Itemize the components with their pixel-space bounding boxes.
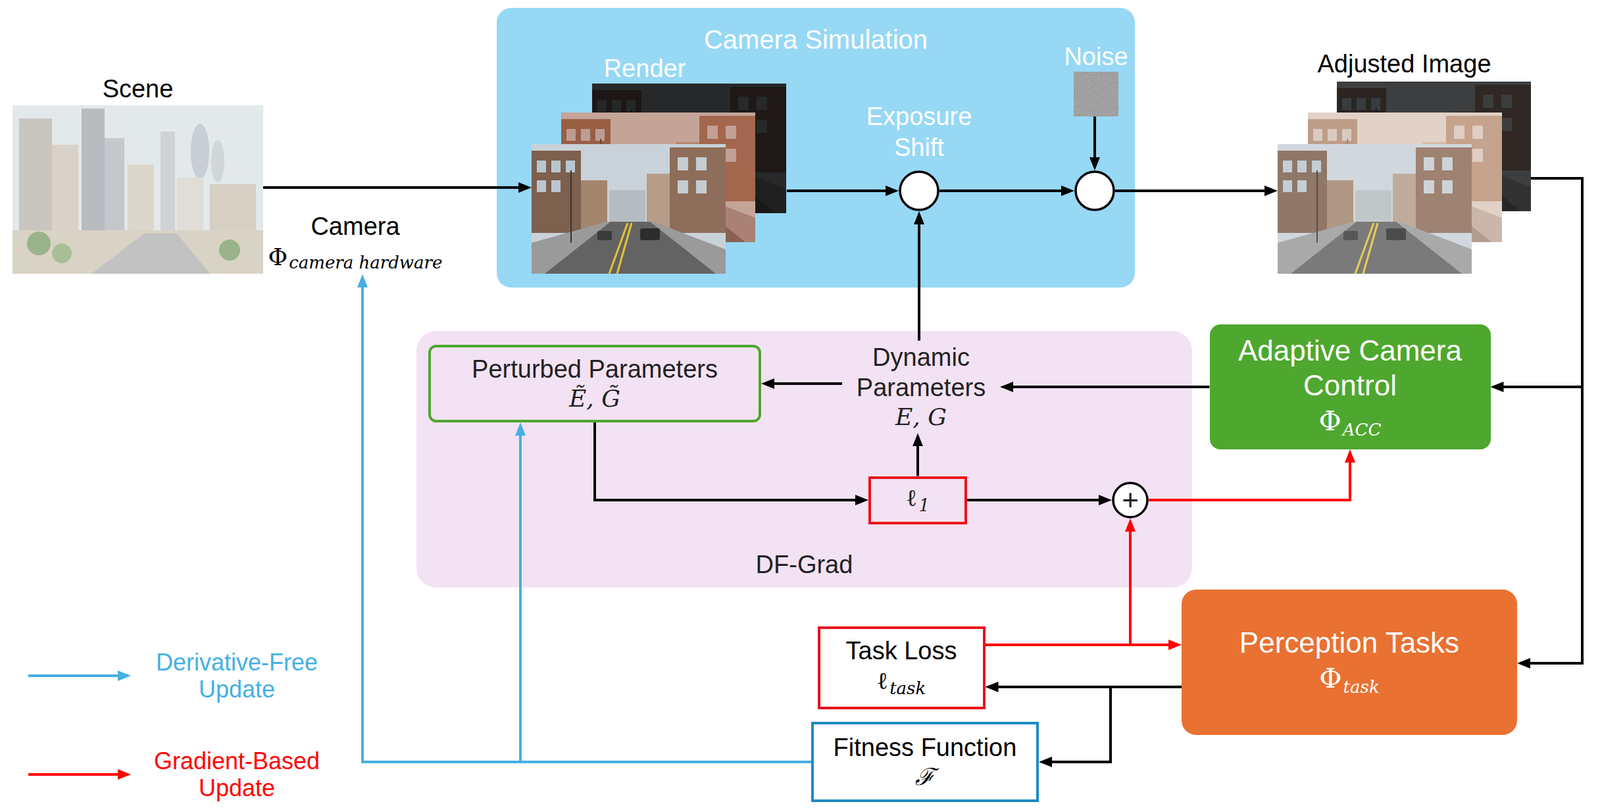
- connector-arrow: [1115, 189, 1270, 193]
- node-label: Perception Tasks: [1239, 625, 1460, 661]
- parameter-symbol: ℱ: [915, 762, 935, 792]
- math-subscript: task: [889, 678, 926, 699]
- math-subscript: 1: [918, 495, 930, 516]
- panel-title: Camera Simulation: [703, 23, 928, 56]
- connector-arrow: [916, 440, 920, 476]
- illustration-part: [12, 105, 264, 274]
- parameter-symbol: Ẽ, G̃: [569, 384, 621, 414]
- shape-heading: Adjusted Image: [1317, 48, 1491, 79]
- node-label: Camera: [310, 211, 400, 242]
- shape-heading: Scene: [102, 73, 174, 104]
- adjusted-image-stack: Adjusted Image: [1277, 81, 1531, 274]
- panel-title: DF-Grad: [755, 549, 854, 580]
- noise-patch: Noise: [1073, 71, 1119, 117]
- legend-arrow: [28, 773, 124, 776]
- math-symbol: Φ: [1319, 404, 1342, 437]
- illustration-part: [211, 140, 225, 183]
- illustration-part: [160, 131, 175, 237]
- circle-shape: [1113, 482, 1148, 518]
- shape-heading: Noise: [1063, 41, 1128, 72]
- task-box: Perception TasksΦtask: [1181, 589, 1518, 735]
- illustration-part: [1277, 144, 1472, 274]
- control-box: Adaptive Camera ControlΦACC: [1209, 324, 1491, 450]
- illustration-part: [219, 239, 241, 261]
- connector-arrow: [917, 219, 921, 341]
- node-label: Task Loss: [846, 635, 958, 666]
- shape-heading: Render: [603, 53, 687, 84]
- math-symbol: Φ: [268, 243, 289, 272]
- math-symbol: ℓ: [905, 484, 918, 512]
- legend-arrow: [28, 674, 124, 677]
- operator-symbol: +: [1086, 176, 1104, 206]
- connector-arrow: [1046, 686, 1182, 762]
- circle-shape: [900, 171, 939, 210]
- connector-arrow: [786, 189, 891, 193]
- node-label: Dynamic Parameters: [843, 342, 999, 404]
- math-line: ΦACC: [1319, 403, 1382, 442]
- loss-box: ℓ1: [868, 476, 968, 525]
- parameter-box: Perturbed ParametersẼ, G̃: [428, 344, 762, 423]
- operator-symbol: +: [1121, 485, 1139, 515]
- parameter-label: Dynamic ParametersE, G: [842, 340, 1000, 434]
- connector-arrow: [1498, 178, 1583, 387]
- connector-arrow: [263, 186, 524, 189]
- connector-arrow: [1093, 116, 1097, 163]
- illustration-part: [12, 230, 264, 274]
- illustration-part: [91, 233, 210, 274]
- math-symbol: Φ: [1319, 661, 1342, 695]
- circle-shape: [1075, 171, 1114, 210]
- node-label: Fitness Function: [833, 732, 1018, 763]
- illustration-part: [26, 231, 51, 256]
- sum-node: Exposure Shift+: [898, 170, 940, 212]
- connector-arrow: [1525, 178, 1583, 664]
- illustration-part: [104, 138, 125, 244]
- node-label: Perturbed Parameters: [471, 353, 718, 385]
- math-symbol: ℓ: [876, 667, 889, 695]
- illustration-part: [1073, 71, 1119, 117]
- scene-image: Scene: [12, 105, 264, 274]
- panel-fill: [496, 7, 1135, 288]
- illustration-part: [51, 243, 72, 264]
- math-line: Φcamera hardware: [268, 242, 443, 274]
- connector-arrow: [769, 382, 843, 385]
- illustration-part: [81, 108, 105, 247]
- legend-text: Gradient-Based Update: [134, 747, 339, 802]
- legend-text: Derivative-Free Update: [134, 648, 339, 704]
- math-line: Φtask: [1319, 660, 1379, 699]
- fitness-box: Fitness Functionℱ: [811, 721, 1039, 802]
- sum-node: +: [1074, 170, 1116, 212]
- scene-picture: [12, 105, 264, 274]
- shape-heading: Exposure Shift: [866, 101, 973, 163]
- math-line: ℓ1: [905, 482, 930, 518]
- camera-label: CameraΦcamera hardware: [267, 209, 445, 274]
- math-subscript: task: [1343, 676, 1380, 697]
- connector-arrow: [967, 498, 1104, 502]
- connector-arrow: [939, 189, 1067, 193]
- math-subscript: ACC: [1342, 419, 1382, 440]
- connector-arrow: [985, 643, 1175, 647]
- connector-arrow: [1007, 385, 1210, 389]
- illustration-part: [190, 123, 210, 179]
- illustration-part: [1277, 144, 1472, 274]
- math-line: ℓtask: [876, 665, 926, 700]
- sum-node: +: [1111, 481, 1149, 519]
- df-grad-panel: DF-Grad Perturbed ParametersẼ, G̃ Dynamic …: [416, 330, 1193, 588]
- panel-fill: [416, 330, 1193, 588]
- loss-box: Task Lossℓtask: [817, 626, 986, 710]
- node-label: Adaptive Camera Control: [1217, 332, 1483, 404]
- camera-simulation-panel: Camera SimulationRenderNoiseExposure Shi…: [496, 7, 1135, 288]
- render-stack: Render: [531, 83, 787, 274]
- illustration-part: [1073, 71, 1119, 117]
- math-subscript: camera hardware: [288, 253, 443, 272]
- illustration-part: [531, 144, 726, 274]
- parameter-symbol: E, G: [895, 402, 947, 432]
- operator-symbol: +: [910, 176, 928, 206]
